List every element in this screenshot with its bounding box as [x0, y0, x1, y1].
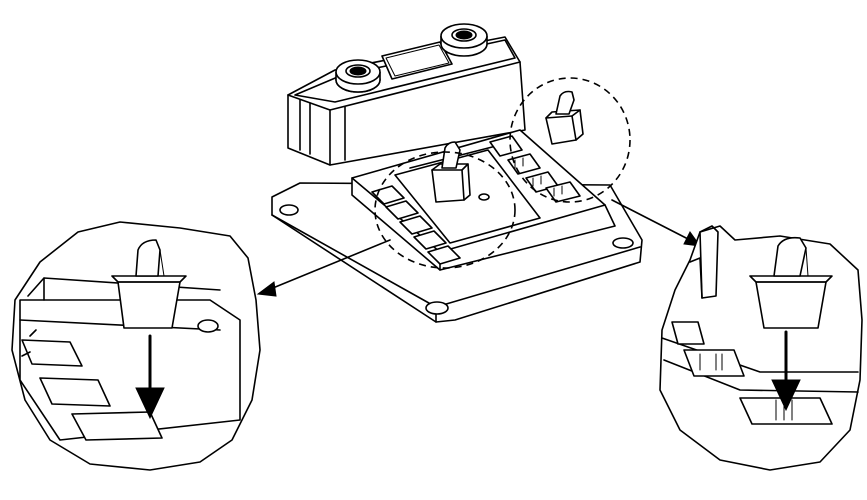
connector-ports-left [371, 185, 461, 265]
detail-left-switch [111, 239, 187, 329]
device-assembly [271, 23, 643, 323]
detail-callout-left [11, 221, 261, 471]
display-window [381, 41, 453, 80]
thumb-knob-left [335, 59, 381, 93]
callout-circle-left [374, 151, 516, 269]
callout-circle-right [509, 77, 631, 203]
detail-right-switch [749, 236, 833, 329]
rocker-switch [431, 141, 471, 203]
connector-ports-right [489, 135, 581, 203]
loose-rocker-switch [545, 90, 584, 145]
detail-callout-right [659, 225, 863, 471]
thumb-knob-right [440, 23, 488, 57]
